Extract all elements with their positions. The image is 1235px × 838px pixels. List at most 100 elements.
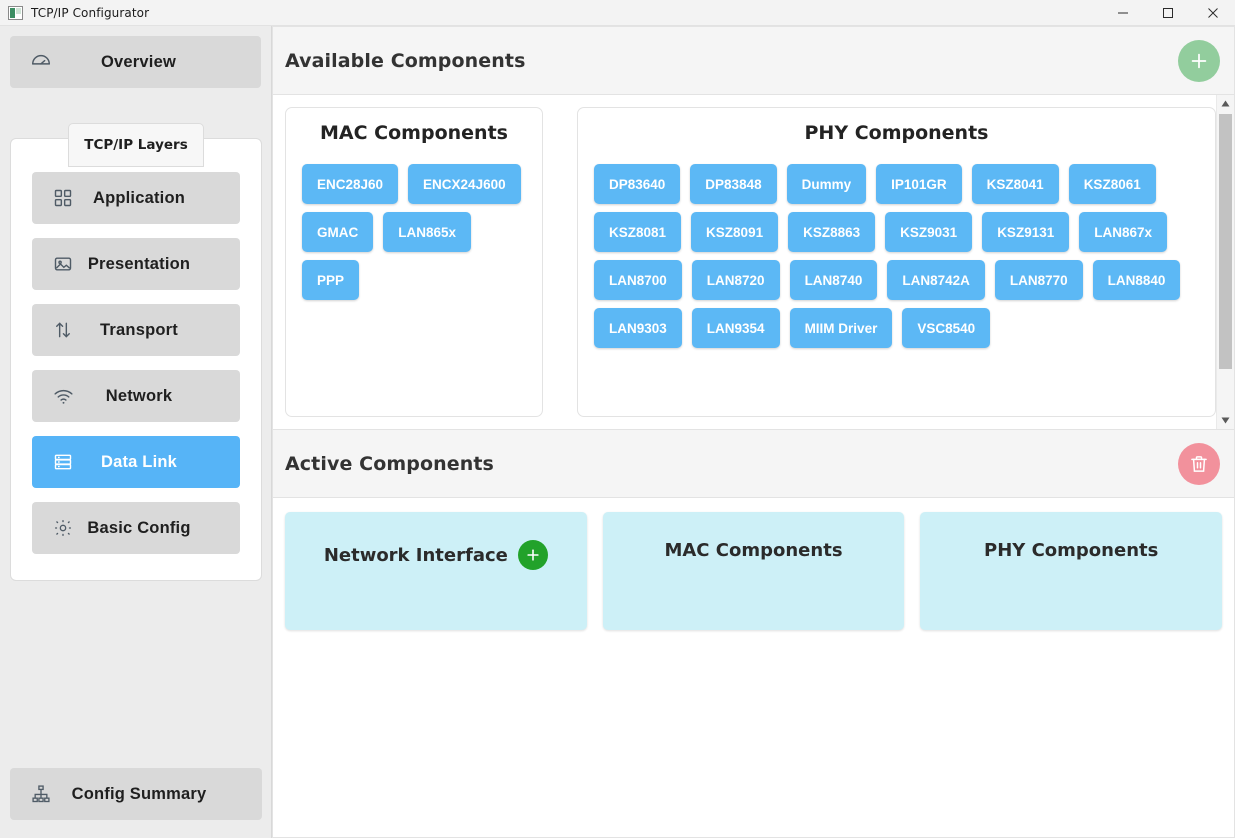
available-components-header: Available Components: [273, 27, 1234, 95]
sidebar-item-presentation[interactable]: Presentation: [32, 238, 240, 290]
minimize-button[interactable]: [1100, 0, 1145, 26]
arrows-icon: [50, 317, 76, 343]
active-slot-phy-components[interactable]: PHY Components: [920, 512, 1223, 630]
available-components-title: Available Components: [285, 49, 526, 72]
layers-panel: Application Presentation: [10, 138, 262, 581]
window-controls: [1100, 0, 1235, 26]
sidebar-item-data-link[interactable]: Data Link: [32, 436, 240, 488]
chevron-down-icon: [1221, 417, 1230, 424]
app-body: Overview TCP/IP Layers Application: [0, 26, 1235, 838]
component-chip[interactable]: KSZ9031: [885, 212, 973, 252]
component-chip[interactable]: KSZ9131: [982, 212, 1070, 252]
component-chip[interactable]: LAN8720: [691, 260, 780, 300]
sidebar-item-label: Presentation: [87, 254, 191, 273]
image-icon: [50, 251, 76, 277]
chevron-up-icon: [1221, 100, 1230, 107]
component-chip[interactable]: Dummy: [786, 164, 867, 204]
phy-components-title: PHY Components: [804, 122, 989, 144]
config-summary-wrap: Config Summary: [10, 768, 262, 820]
component-chip[interactable]: LAN9354: [691, 308, 780, 348]
sidebar-item-label: Transport: [100, 320, 178, 339]
slot-label: PHY Components: [984, 540, 1159, 561]
active-components-panel: Active Components Network Interface: [272, 430, 1235, 838]
add-network-interface-button[interactable]: [517, 540, 548, 570]
active-components-title: Active Components: [285, 452, 494, 475]
slot-label-wrap: MAC Components: [664, 540, 842, 561]
component-chip[interactable]: KSZ8041: [971, 164, 1059, 204]
window-title: TCP/IP Configurator: [31, 5, 150, 20]
mac-components-title: MAC Components: [320, 122, 508, 144]
sidebar-item-label: Basic Config: [87, 518, 191, 537]
component-chip[interactable]: ENCX24J600: [408, 164, 521, 204]
minimize-icon: [1117, 12, 1128, 14]
scroll-up-button[interactable]: [1217, 95, 1235, 112]
component-chip[interactable]: KSZ8863: [788, 212, 876, 252]
sidebar-item-basic-config[interactable]: Basic Config: [32, 502, 240, 554]
close-icon: [1207, 8, 1218, 18]
wifi-icon: [50, 383, 76, 409]
component-chip[interactable]: DP83640: [594, 164, 681, 204]
component-chip[interactable]: PPP: [302, 260, 360, 300]
component-chip[interactable]: GMAC: [302, 212, 374, 252]
phy-component-chips: DP83640 DP83848 Dummy IP101GR KSZ8041 KS…: [594, 164, 1199, 348]
title-bar: TCP/IP Configurator: [0, 0, 1235, 26]
maximize-button[interactable]: [1145, 0, 1190, 26]
scroll-down-button[interactable]: [1217, 412, 1235, 429]
close-button[interactable]: [1190, 0, 1235, 26]
component-chip[interactable]: LAN9303: [594, 308, 682, 348]
phy-components-group: PHY Components DP83640 DP83848 Dummy IP1…: [577, 107, 1216, 417]
sidebar-item-label: Application: [92, 188, 186, 207]
sidebar-item-network[interactable]: Network: [32, 370, 240, 422]
slot-label-wrap: PHY Components: [984, 540, 1158, 561]
app-icon: [8, 5, 23, 20]
component-chip[interactable]: LAN8700: [594, 260, 682, 300]
sidebar-item-label: Config Summary: [71, 784, 207, 803]
active-slot-mac-components[interactable]: MAC Components: [602, 512, 905, 630]
available-components-body: MAC Components ENC28J60 ENCX24J600 GMAC …: [273, 95, 1234, 429]
sidebar-item-application[interactable]: Application: [32, 172, 240, 224]
component-chip[interactable]: VSC8540: [902, 308, 991, 348]
plus-icon: [527, 549, 539, 561]
component-chip[interactable]: LAN867x: [1079, 212, 1168, 252]
active-components-body: Network Interface MAC Components: [273, 498, 1234, 837]
sidebar-item-transport[interactable]: Transport: [32, 304, 240, 356]
component-chip[interactable]: LAN8840: [1092, 260, 1181, 300]
sitemap-icon: [28, 781, 54, 807]
component-chip[interactable]: LAN8770: [994, 260, 1083, 300]
available-components-panel: Available Components MAC Components ENC2…: [272, 26, 1235, 430]
component-chip[interactable]: ENC28J60: [302, 164, 399, 204]
mac-components-group: MAC Components ENC28J60 ENCX24J600 GMAC …: [285, 107, 543, 417]
component-chip[interactable]: KSZ8091: [691, 212, 779, 252]
add-component-button[interactable]: [1178, 39, 1220, 82]
component-chip[interactable]: MIIM Driver: [789, 308, 893, 348]
sidebar-item-label: Overview: [101, 52, 176, 71]
slot-label: MAC Components: [664, 540, 843, 561]
delete-components-button[interactable]: [1178, 442, 1220, 485]
sidebar: Overview TCP/IP Layers Application: [0, 26, 272, 838]
tab-label: TCP/IP Layers: [84, 137, 188, 153]
sidebar-item-label: Network: [105, 386, 173, 405]
component-chip[interactable]: LAN8742A: [887, 260, 985, 300]
sidebar-item-overview[interactable]: Overview: [10, 36, 261, 88]
slot-label: Network Interface: [323, 544, 508, 566]
slot-label-wrap: Network Interface: [324, 540, 548, 570]
component-chip[interactable]: DP83848: [690, 164, 777, 204]
scrollbar-track[interactable]: [1217, 112, 1235, 412]
maximize-icon: [1162, 8, 1173, 18]
scrollbar-thumb[interactable]: [1218, 114, 1232, 369]
gear-icon: [50, 515, 76, 541]
component-chip[interactable]: LAN8740: [789, 260, 878, 300]
grid-icon: [50, 185, 76, 211]
component-chip[interactable]: LAN865x: [383, 212, 472, 252]
component-chip[interactable]: IP101GR: [876, 164, 962, 204]
component-chip[interactable]: KSZ8061: [1068, 164, 1156, 204]
active-slot-network-interface[interactable]: Network Interface: [285, 512, 587, 630]
gauge-icon: [28, 49, 54, 75]
active-components-header: Active Components: [273, 430, 1234, 498]
sidebar-item-config-summary[interactable]: Config Summary: [10, 768, 262, 820]
component-chip[interactable]: KSZ8081: [594, 212, 682, 252]
tab-tcpip-layers[interactable]: TCP/IP Layers: [68, 123, 204, 167]
server-icon: [50, 449, 76, 475]
sidebar-item-label: Data Link: [100, 452, 178, 471]
available-components-scrollbar[interactable]: [1216, 95, 1234, 429]
